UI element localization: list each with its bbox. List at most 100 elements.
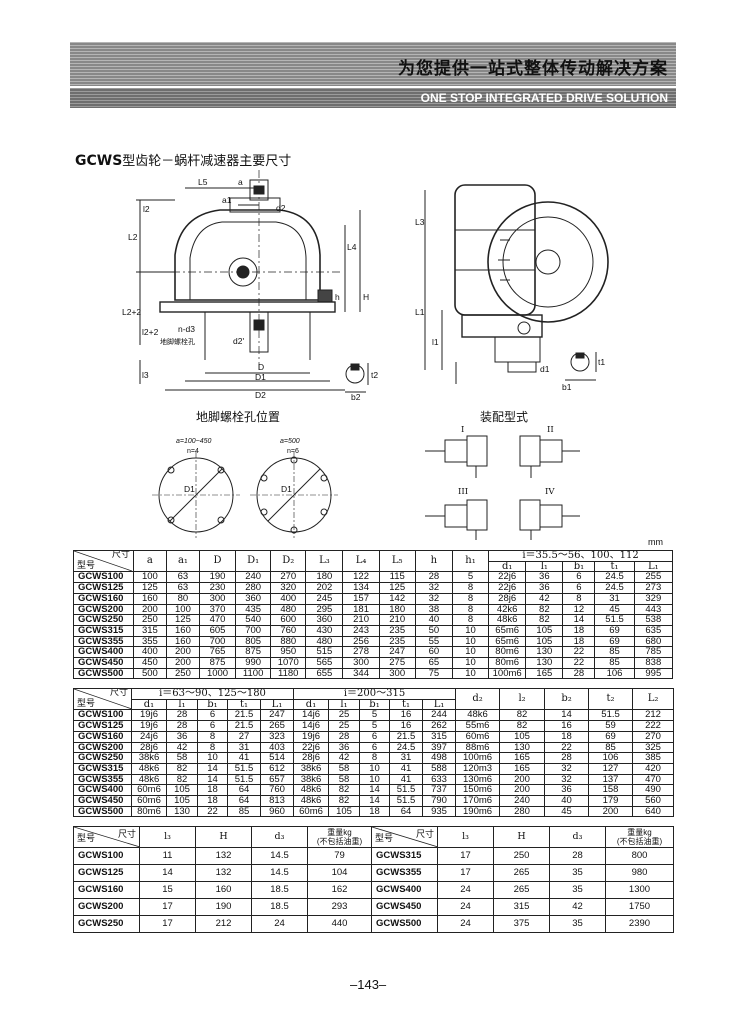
value-cell: 32 bbox=[544, 773, 590, 786]
value-cell: 80 bbox=[165, 592, 200, 605]
value-cell: 38k6 bbox=[293, 762, 330, 775]
svg-text:L5: L5 bbox=[198, 177, 208, 187]
value-cell: 69 bbox=[594, 624, 635, 637]
value-cell: 14 bbox=[197, 773, 228, 786]
value-cell: 400 bbox=[132, 646, 167, 659]
caption-bolt-holes: 地脚螺栓孔位置 bbox=[196, 410, 281, 424]
subheader-cell: L₁ bbox=[259, 698, 295, 711]
value-cell: 130 bbox=[166, 805, 198, 818]
value-cell: 8 bbox=[451, 592, 490, 605]
value-cell: 325 bbox=[632, 741, 675, 754]
value-cell: 18.5 bbox=[251, 881, 308, 899]
value-cell: 6 bbox=[562, 571, 596, 584]
caption-assembly: 装配型式 bbox=[480, 410, 529, 424]
model-cell: GCWS315 bbox=[371, 847, 438, 865]
subheader-cell: t₁ bbox=[389, 698, 424, 711]
value-cell: 130 bbox=[499, 741, 546, 754]
page-number: –143– bbox=[350, 977, 387, 992]
model-cell: GCWS315 bbox=[73, 624, 134, 637]
value-cell: 42 bbox=[166, 741, 198, 754]
model-cell: GCWS160 bbox=[73, 592, 134, 605]
value-cell: 160 bbox=[195, 881, 252, 899]
value-cell: 127 bbox=[588, 762, 634, 775]
value-cell: 190 bbox=[195, 898, 252, 916]
value-cell: 700 bbox=[235, 624, 272, 637]
value-cell: 440 bbox=[307, 915, 372, 933]
value-cell: 82 bbox=[328, 784, 361, 797]
value-cell: 28j6 bbox=[293, 752, 330, 764]
value-cell: 60m6 bbox=[131, 784, 167, 797]
value-cell: 40 bbox=[544, 795, 590, 807]
value-cell: 278 bbox=[342, 646, 380, 659]
value-cell: 69 bbox=[594, 635, 635, 648]
value-cell: 42 bbox=[549, 898, 606, 916]
value-cell: 165 bbox=[499, 762, 546, 775]
value-cell: 18 bbox=[359, 805, 391, 818]
model-cell: GCWS450 bbox=[73, 657, 134, 669]
value-cell: 22 bbox=[197, 805, 228, 818]
value-cell: 22j6 bbox=[488, 582, 527, 594]
value-cell: 21.5 bbox=[227, 720, 261, 732]
header-cell: b₂ bbox=[544, 687, 590, 711]
header-cell: l₂ bbox=[499, 687, 546, 711]
value-cell: 6 bbox=[197, 720, 228, 732]
subheader-cell: l₁ bbox=[328, 698, 361, 711]
model-cell: GCWS160 bbox=[73, 730, 132, 743]
value-cell: 28 bbox=[166, 709, 198, 722]
value-cell: 790 bbox=[422, 795, 457, 807]
value-cell: 8 bbox=[451, 582, 490, 594]
svg-text:a=500: a=500 bbox=[280, 438, 300, 445]
table-3-corner-right: 尺寸型号 bbox=[371, 826, 438, 848]
value-cell: 270 bbox=[270, 571, 307, 584]
value-cell: 875 bbox=[198, 657, 237, 669]
value-cell: 515 bbox=[305, 646, 344, 659]
value-cell: 470 bbox=[632, 773, 675, 786]
svg-text:D1: D1 bbox=[184, 484, 195, 494]
value-cell: 8 bbox=[562, 592, 596, 605]
svg-text:l2: l2 bbox=[143, 204, 150, 214]
group-header: i＝63～90、125～180 bbox=[130, 688, 295, 700]
value-cell: 58 bbox=[328, 762, 361, 775]
value-cell: 10 bbox=[197, 752, 228, 764]
value-cell: 51.5 bbox=[588, 709, 634, 722]
value-cell: 106 bbox=[594, 667, 635, 680]
value-cell: 130 bbox=[525, 646, 564, 659]
weight-header: 重量kg(不包括油重) bbox=[307, 826, 372, 848]
svg-text:L1: L1 bbox=[415, 307, 425, 317]
value-cell: 6 bbox=[359, 730, 391, 743]
model-cell: GCWS250 bbox=[73, 614, 134, 626]
table-1-corner: 尺寸型号 bbox=[73, 549, 134, 573]
value-cell: 165 bbox=[499, 752, 546, 764]
value-cell: 64 bbox=[389, 805, 424, 818]
assembly-type-sketches bbox=[425, 435, 580, 540]
value-cell: 31 bbox=[389, 752, 424, 764]
value-cell: 125 bbox=[378, 582, 416, 594]
value-cell: 58 bbox=[166, 752, 198, 764]
value-cell: 65m6 bbox=[488, 635, 527, 648]
value-cell: 657 bbox=[259, 773, 295, 786]
header-cell: d₂ bbox=[455, 687, 501, 711]
value-cell: 125 bbox=[165, 614, 200, 626]
model-cell: GCWS200 bbox=[73, 741, 132, 754]
value-cell: 51.5 bbox=[594, 614, 635, 626]
value-cell: 35 bbox=[549, 915, 606, 933]
value-cell: 158 bbox=[588, 784, 634, 797]
subheader-cell: L₁ bbox=[422, 698, 457, 711]
header-title-en: ONE STOP INTEGRATED DRIVE SOLUTION bbox=[420, 91, 668, 105]
weight-header: 重量kg(不包括油重) bbox=[605, 826, 674, 848]
value-cell: 190 bbox=[198, 571, 237, 584]
value-cell: 75 bbox=[414, 667, 453, 680]
value-cell: 785 bbox=[633, 646, 674, 659]
value-cell: 935 bbox=[422, 805, 457, 818]
value-cell: 5 bbox=[451, 571, 490, 584]
value-cell: 51.5 bbox=[389, 795, 424, 807]
value-cell: 36 bbox=[525, 582, 564, 594]
value-cell: 160 bbox=[165, 635, 200, 648]
svg-text:H: H bbox=[363, 292, 369, 302]
value-cell: 59 bbox=[588, 720, 634, 732]
value-cell: 270 bbox=[632, 730, 675, 743]
subheader-cell: l₁ bbox=[525, 560, 564, 573]
